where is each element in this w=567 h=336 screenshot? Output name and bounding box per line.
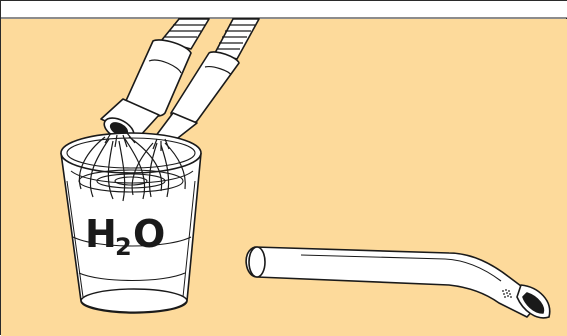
water-glass-icon	[61, 133, 201, 313]
formula-subscript: 2	[115, 233, 132, 261]
top-strip	[1, 1, 567, 18]
formula-symbol-h: H	[85, 212, 117, 256]
formula-symbol-o: O	[133, 212, 165, 256]
